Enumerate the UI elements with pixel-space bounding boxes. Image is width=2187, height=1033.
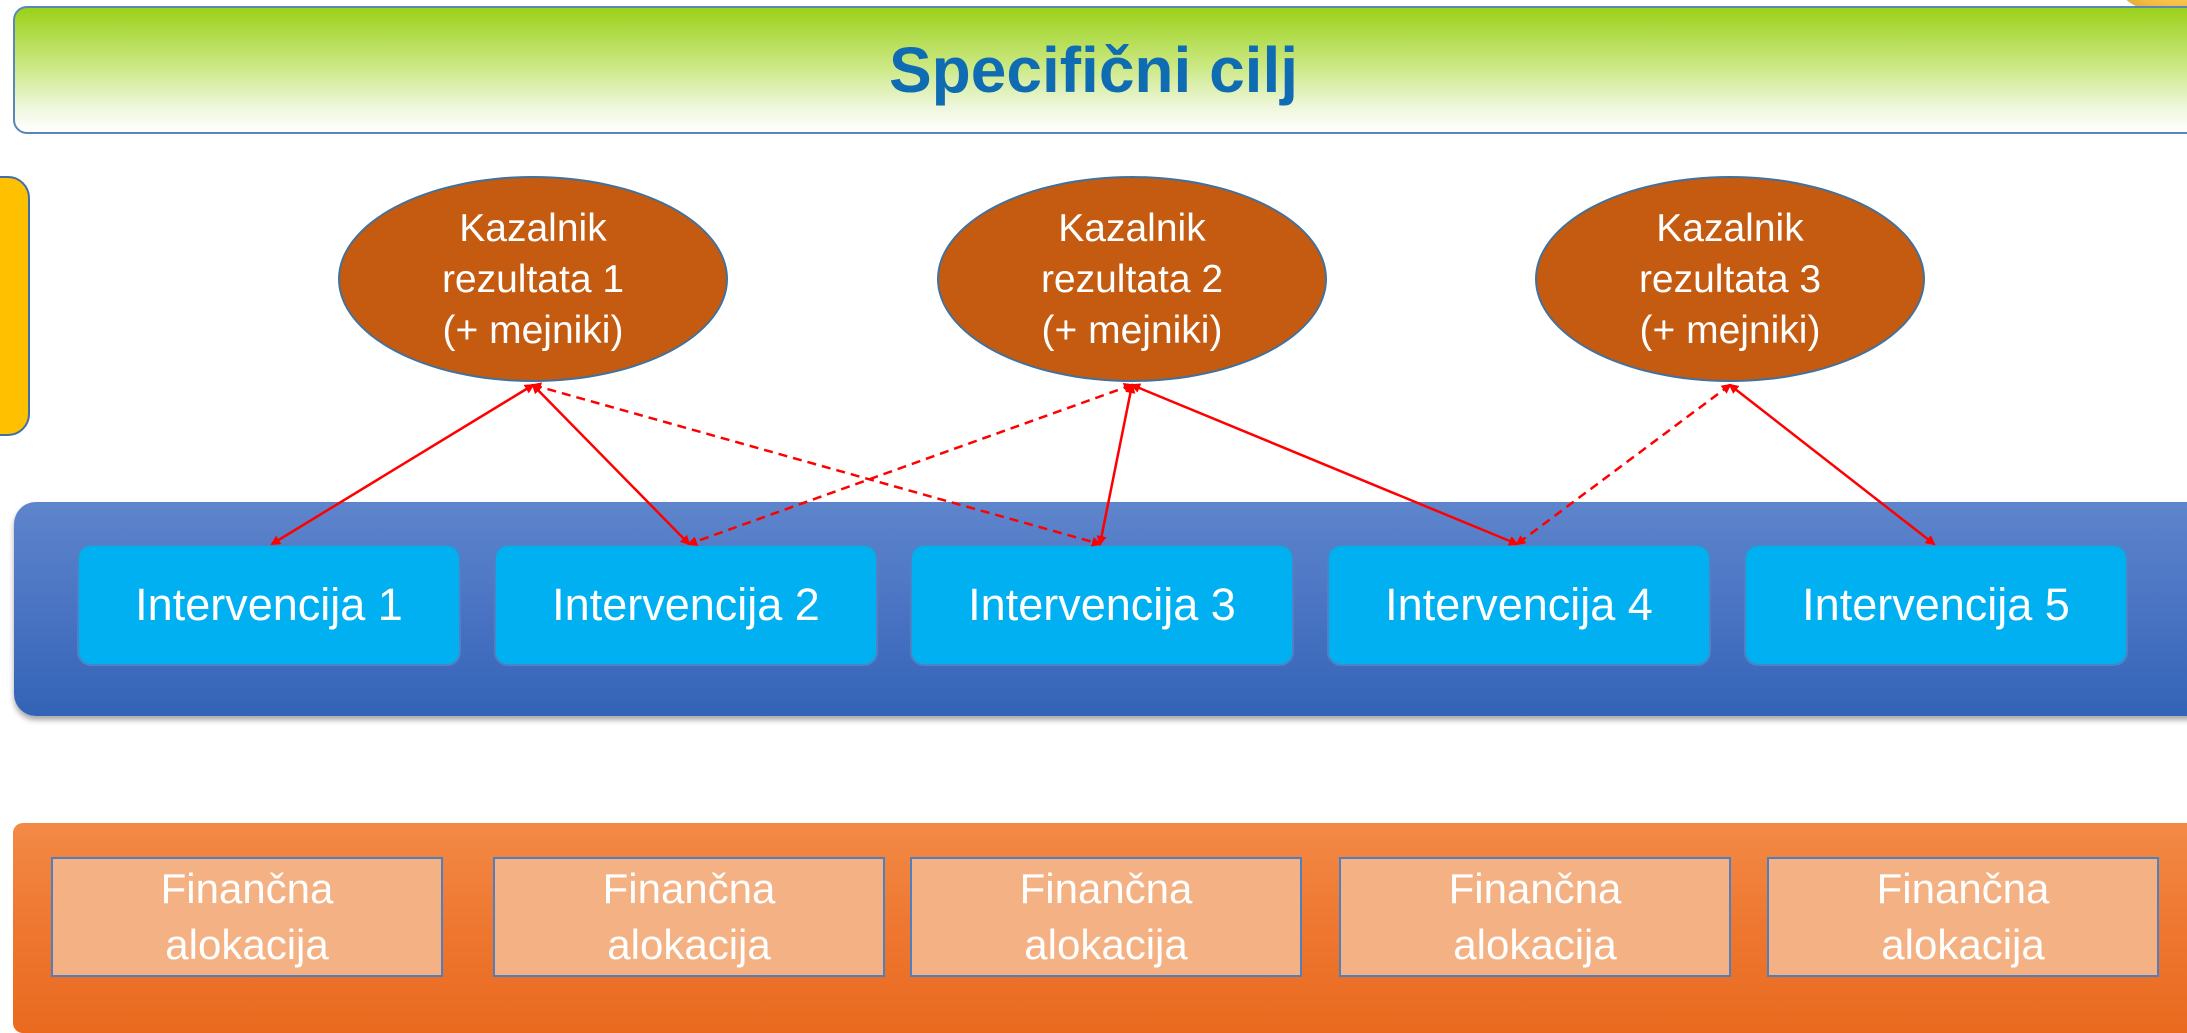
indicator-1-line1: Kazalnik: [459, 206, 607, 250]
financial-allocation-4: Finančna alokacija: [1339, 857, 1731, 977]
intervention-4: Intervencija 4: [1327, 544, 1711, 666]
indicator-1-line2: rezultata 1: [441, 257, 625, 301]
financial-allocation-4-line2: alokacija: [1453, 921, 1617, 968]
indicator-2-line2: rezultata 2: [1040, 257, 1224, 301]
financial-allocation-3-line2: alokacija: [1024, 921, 1188, 968]
financial-allocation-2: Finančna alokacija: [493, 857, 885, 977]
side-highlight-box: [0, 176, 30, 436]
financial-allocation-5-line1: Finančna: [1876, 865, 2050, 912]
indicator-3-line2: rezultata 3: [1638, 257, 1822, 301]
indicator-3-line1: Kazalnik: [1656, 206, 1804, 250]
financial-allocation-5-line2: alokacija: [1881, 921, 2045, 968]
indicator-2-line3: (+ mejniki): [1041, 308, 1223, 352]
indicator-3: Kazalnik rezultata 3 (+ mejniki): [1535, 176, 1925, 382]
financial-allocation-2-line2: alokacija: [607, 921, 771, 968]
financial-allocation-1-line2: alokacija: [165, 921, 329, 968]
indicator-3-line3: (+ mejniki): [1639, 308, 1821, 352]
financial-allocation-2-line1: Finančna: [602, 865, 776, 912]
indicator-2: Kazalnik rezultata 2 (+ mejniki): [937, 176, 1327, 382]
financial-allocation-1-line1: Finančna: [160, 865, 334, 912]
financial-allocation-3-line1: Finančna: [1019, 865, 1193, 912]
financial-allocation-4-line1: Finančna: [1448, 865, 1622, 912]
intervention-1: Intervencija 1: [77, 544, 461, 666]
header-banner: [13, 6, 2187, 134]
financial-allocation-5: Finančna alokacija: [1767, 857, 2159, 977]
intervention-5: Intervencija 5: [1744, 544, 2128, 666]
intervention-2: Intervencija 2: [494, 544, 878, 666]
page-title: Specifični cilj: [888, 34, 1299, 106]
financial-allocation-3: Finančna alokacija: [910, 857, 1302, 977]
indicator-1-line3: (+ mejniki): [442, 308, 624, 352]
indicator-1: Kazalnik rezultata 1 (+ mejniki): [338, 176, 728, 382]
financial-allocation-1: Finančna alokacija: [51, 857, 443, 977]
intervention-3: Intervencija 3: [910, 544, 1294, 666]
indicator-2-line1: Kazalnik: [1058, 206, 1206, 250]
